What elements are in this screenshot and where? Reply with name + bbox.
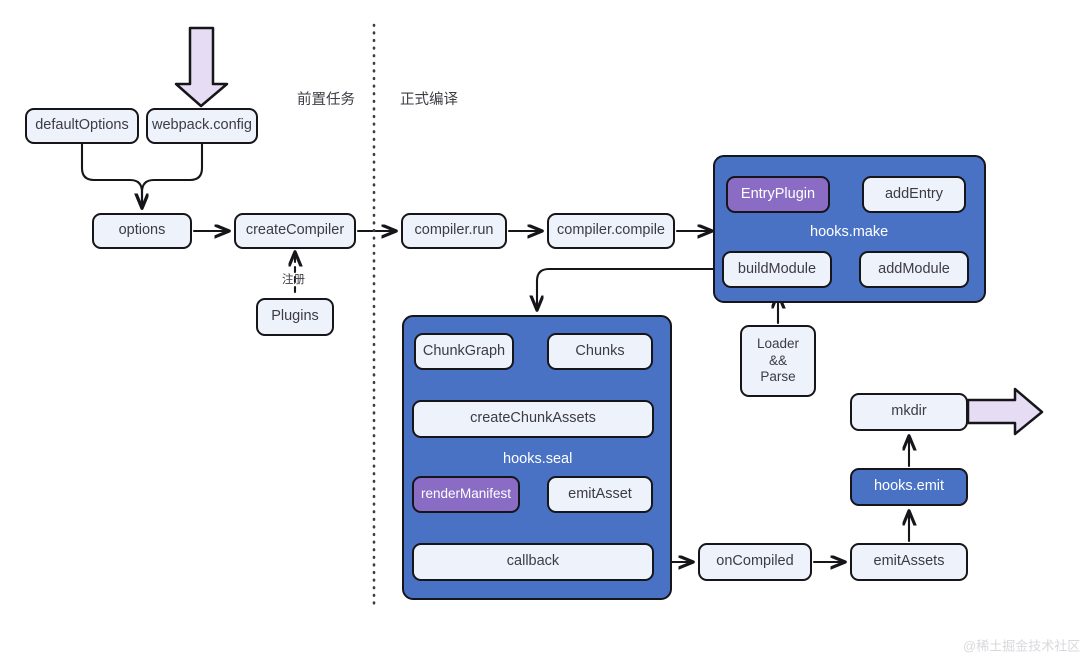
edge-webpackconfig-options — [142, 142, 204, 207]
node-plugins[interactable]: Plugins — [256, 298, 334, 336]
section-label-compile: 正式编译 — [400, 92, 458, 108]
node-add-module[interactable]: addModule — [859, 251, 969, 288]
node-create-chunk-assets[interactable]: createChunkAssets — [412, 400, 654, 438]
node-callback[interactable]: callback — [412, 543, 654, 581]
node-emit-asset[interactable]: emitAsset — [547, 476, 653, 513]
node-compiler-compile[interactable]: compiler.compile — [547, 213, 675, 249]
node-entry-plugin[interactable]: EntryPlugin — [726, 176, 830, 213]
section-label-pre-task: 前置任务 — [297, 92, 355, 108]
output-block-arrow-right — [966, 387, 1044, 436]
input-block-arrow-down — [174, 26, 229, 108]
edge-defaultoptions-options — [80, 142, 142, 207]
edge-buildmodule-sealgroup — [537, 267, 720, 309]
hooks-seal-label: hooks.seal — [503, 451, 573, 467]
node-hooks-emit[interactable]: hooks.emit — [850, 468, 968, 506]
hooks-make-label: hooks.make — [810, 224, 889, 240]
node-chunks[interactable]: Chunks — [547, 333, 653, 370]
node-loader-parse[interactable]: Loader && Parse — [740, 325, 816, 397]
node-on-compiled[interactable]: onCompiled — [698, 543, 812, 581]
node-build-module[interactable]: buildModule — [722, 251, 832, 288]
node-compiler-run[interactable]: compiler.run — [401, 213, 507, 249]
node-mkdir[interactable]: mkdir — [850, 393, 968, 431]
edge-label-register: 注册 — [282, 274, 305, 286]
node-webpack-config[interactable]: webpack.config — [146, 108, 258, 144]
node-render-manifest[interactable]: renderManifest — [412, 476, 520, 513]
node-options[interactable]: options — [92, 213, 192, 249]
node-emit-assets[interactable]: emitAssets — [850, 543, 968, 581]
watermark: @稀土掘金技术社区 — [963, 638, 1080, 654]
node-chunk-graph[interactable]: ChunkGraph — [414, 333, 514, 370]
node-add-entry[interactable]: addEntry — [862, 176, 966, 213]
node-create-compiler[interactable]: createCompiler — [234, 213, 356, 249]
node-default-options[interactable]: defaultOptions — [25, 108, 139, 144]
